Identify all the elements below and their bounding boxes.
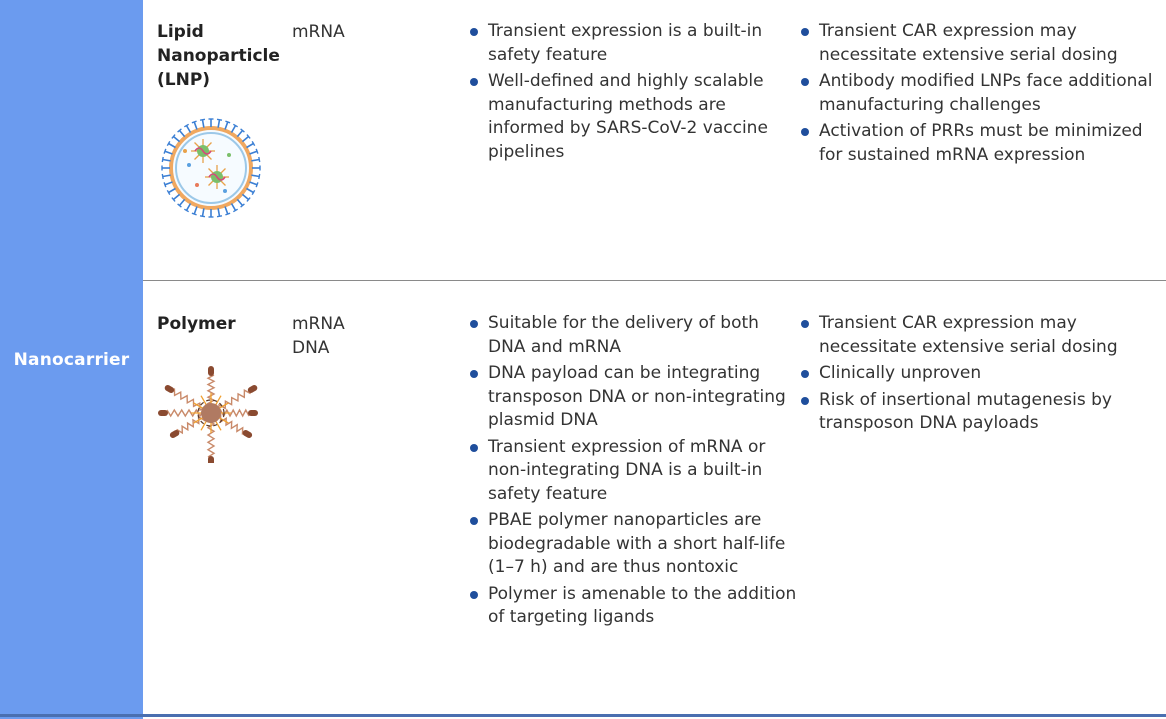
list-item: Transient CAR expression may necessitate… <box>799 312 1166 359</box>
polymer-nanoparticle-illustration <box>158 366 258 463</box>
disadvantages-list: Transient CAR expression may necessitate… <box>799 20 1166 170</box>
disadvantages-list: Transient CAR expression may necessitate… <box>799 312 1166 439</box>
cargo-list: mRNA DNA <box>292 312 345 360</box>
list-item: Transient expression of mRNA or non-inte… <box>468 436 798 507</box>
list-item: Polymer is amenable to the addition of t… <box>468 583 798 630</box>
list-item: Clinically unproven <box>799 362 1166 386</box>
list-item: Transient CAR expression may necessitate… <box>799 20 1166 67</box>
carrier-name: Polymer <box>157 314 236 334</box>
bottom-rule <box>0 714 1166 717</box>
list-item: DNA payload can be integrating transposo… <box>468 362 798 433</box>
table-row-polymer: Polymer mRNA DNA Suitable for the delive… <box>143 281 1166 714</box>
category-label: Nanocarrier <box>13 349 130 370</box>
list-item: Well-defined and highly scalable manufac… <box>468 70 798 164</box>
category-cell: Nanocarrier <box>0 0 143 719</box>
advantages-list: Transient expression is a built-in safet… <box>468 20 798 167</box>
cargo-item: mRNA <box>292 314 345 334</box>
carrier-name: Lipid Nanoparticle (LNP) <box>157 22 280 90</box>
list-item: Activation of PRRs must be minimized for… <box>799 120 1166 167</box>
list-item: Risk of insertional mutagenesis by trans… <box>799 389 1166 436</box>
cargo-item: mRNA <box>292 22 345 42</box>
table-row-lnp: Lipid Nanoparticle (LNP) mRNA Transient … <box>143 0 1166 281</box>
list-item: PBAE polymer nanoparticles are biodegrad… <box>468 509 798 580</box>
list-item: Transient expression is a built-in safet… <box>468 20 798 67</box>
lipid-nanoparticle-illustration <box>161 118 261 218</box>
cargo-item: DNA <box>292 338 330 358</box>
list-item: Antibody modified LNPs face additional m… <box>799 70 1166 117</box>
advantages-list: Suitable for the delivery of both DNA an… <box>468 312 798 633</box>
list-item: Suitable for the delivery of both DNA an… <box>468 312 798 359</box>
cargo-list: mRNA <box>292 20 345 44</box>
